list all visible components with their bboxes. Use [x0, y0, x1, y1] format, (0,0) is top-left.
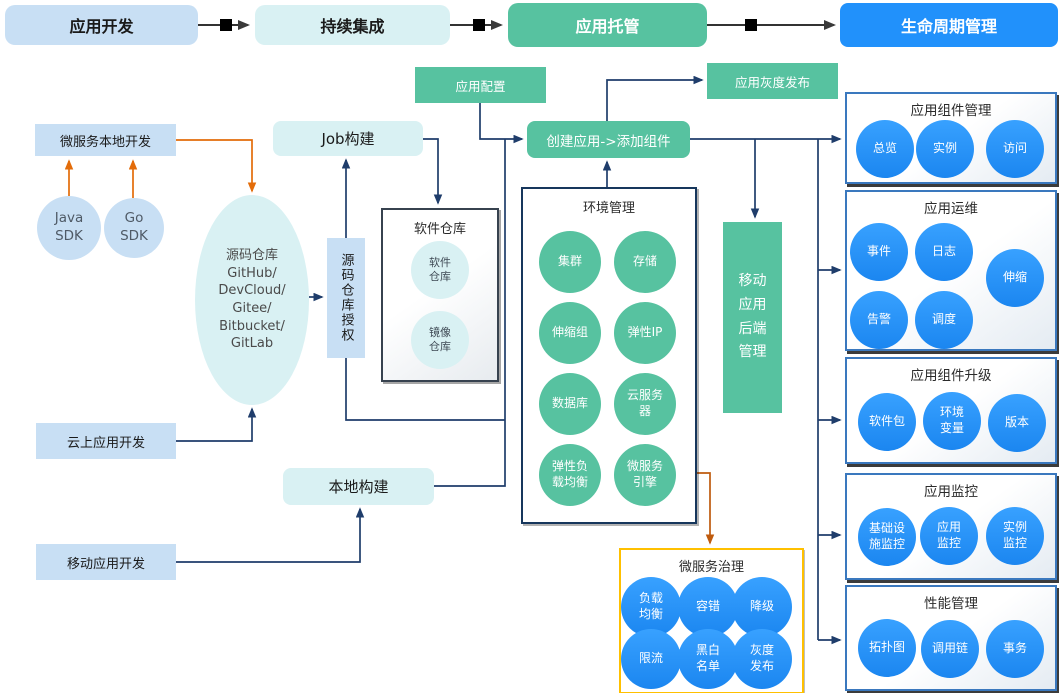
panel-circle-overview: 总览 [856, 120, 914, 178]
panel-circle-instance: 实例 [916, 120, 974, 178]
node-mobile-backend-mgmt: 移动 应用 后端 管理 [723, 222, 782, 413]
env-circle-database: 数据库 [539, 373, 601, 435]
node-microservice-local-dev: 微服务本地开发 [35, 124, 176, 156]
group-env-management-title: 环境管理 [582, 201, 635, 216]
env-circle-storage: 存储 [614, 231, 676, 293]
panel-circle-access: 访问 [986, 120, 1044, 178]
group-software-repo-title: 软件仓库 [413, 222, 466, 237]
panel-app-component-upgrade: 应用组件升级 软件包 环境 变量 版本 [845, 357, 1057, 464]
node-app-gray-release: 应用灰度发布 [707, 63, 838, 99]
node-local-build: 本地构建 [283, 468, 434, 505]
panel-circle-topology: 拓扑图 [858, 619, 916, 677]
env-circle-cluster: 集群 [539, 231, 601, 293]
panel-circle-app-monitoring: 应用 监控 [920, 507, 978, 565]
group-software-repo: 软件仓库 软件 仓库 镜像 仓库 [381, 208, 499, 382]
panel-circle-infra-monitoring: 基础设 施监控 [858, 508, 916, 566]
gov-circle-fault-tolerance: 容错 [678, 577, 738, 637]
node-job-build: Job构建 [273, 121, 423, 156]
panel-app-monitoring: 应用监控 基础设 施监控 应用 监控 实例 监控 [845, 473, 1057, 580]
env-circle-cloud-server: 云服务 器 [614, 373, 676, 435]
env-circle-scaling-group: 伸缩组 [539, 302, 601, 364]
image-repo-circle: 镜像 仓库 [411, 311, 469, 369]
group-microservice-governance: 微服务治理 负载 均衡 容错 降级 限流 黑白 名单 灰度 发布 [619, 548, 804, 693]
env-circle-microservice-engine: 微服务 引擎 [614, 444, 676, 506]
gov-circle-load-balancing: 负载 均衡 [621, 577, 681, 637]
panel-circle-version: 版本 [988, 394, 1046, 452]
group-env-management: 环境管理 集群 存储 伸缩组 弹性IP 数据库 云服务 器 弹性负 载均衡 微服… [521, 187, 697, 524]
panel-title: 应用组件管理 [910, 103, 992, 119]
node-mobile-app-dev: 移动应用开发 [36, 544, 176, 580]
node-source-code-repo: 源码仓库 GitHub/ DevCloud/ Gitee/ Bitbucket/… [195, 195, 309, 405]
gov-circle-degradation: 降级 [732, 577, 792, 637]
stage-lifecycle-management: 生命周期管理 [840, 3, 1058, 47]
stage-continuous-integration: 持续集成 [255, 5, 450, 45]
node-cloud-app-dev: 云上应用开发 [36, 423, 176, 459]
panel-circle-call-chain: 调用链 [921, 620, 979, 678]
panel-title: 应用组件升级 [910, 368, 992, 384]
panel-app-component-mgmt: 应用组件管理 总览 实例 访问 [845, 92, 1057, 184]
panel-circle-scaling: 伸缩 [986, 249, 1044, 307]
group-microservice-governance-title: 微服务治理 [678, 560, 744, 575]
panel-circle-transactions: 事务 [986, 620, 1044, 678]
node-go-sdk: Go SDK [104, 198, 164, 258]
panel-circle-software-package: 软件包 [858, 393, 916, 451]
panel-circle-env-variables: 环境 变量 [923, 392, 981, 450]
panel-circle-instance-monitoring: 实例 监控 [986, 507, 1044, 565]
panel-circle-logs: 日志 [915, 223, 973, 281]
gov-circle-blackwhite-list: 黑白 名单 [678, 629, 738, 689]
node-create-app-add-component: 创建应用->添加组件 [527, 121, 690, 158]
gov-circle-rate-limiting: 限流 [621, 629, 681, 689]
node-app-config: 应用配置 [415, 67, 546, 103]
gov-circle-gray-release: 灰度 发布 [732, 629, 792, 689]
env-circle-elastic-ip: 弹性IP [614, 302, 676, 364]
stage-app-hosting: 应用托管 [508, 3, 707, 47]
panel-circle-scheduling: 调度 [915, 291, 973, 349]
panel-title: 应用监控 [924, 484, 978, 500]
software-repo-circle: 软件 仓库 [411, 241, 469, 299]
panel-title: 性能管理 [924, 596, 978, 612]
node-java-sdk: Java SDK [37, 196, 101, 260]
panel-circle-events: 事件 [850, 223, 908, 281]
panel-circle-alarms: 告警 [850, 291, 908, 349]
env-circle-elastic-load-balancer: 弹性负 载均衡 [539, 444, 601, 506]
panel-app-ops: 应用运维 事件 日志 伸缩 告警 调度 [845, 190, 1057, 351]
panel-performance-mgmt: 性能管理 拓扑图 调用链 事务 [845, 585, 1057, 691]
stage-app-development: 应用开发 [5, 5, 198, 45]
node-repo-authorization: 源码仓库授权 [327, 238, 365, 358]
panel-title: 应用运维 [924, 201, 978, 217]
